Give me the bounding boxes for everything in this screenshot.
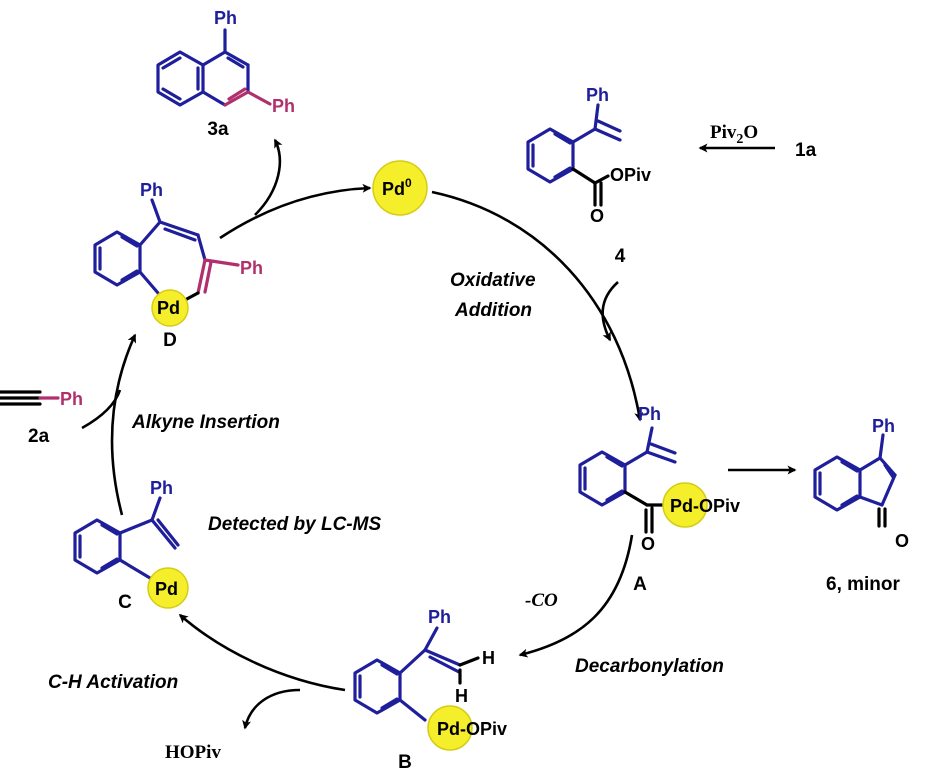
ph-label-2a: Ph [60, 389, 83, 409]
pd-label-c: Pd [155, 579, 178, 599]
reagent-minus-co: -CO [525, 590, 558, 611]
arrow-2a-in [81, 389, 122, 430]
step-decarbonylation: Decarbonylation [575, 656, 724, 677]
ph-label-6: Ph [872, 416, 895, 436]
arrow-a-to-b [518, 534, 634, 658]
arrow-pd0-to-a [431, 190, 644, 422]
ph-label-c: Ph [150, 478, 173, 498]
reagent-piv2o: Piv2O [710, 122, 758, 147]
pd0-label: Pd0 [382, 176, 412, 199]
structure-3a: Ph Ph [156, 8, 295, 116]
label-4: 4 [615, 246, 626, 267]
structure-b: Ph H H Pd-OPiv [353, 607, 507, 751]
arrow-d-to-pd0 [219, 183, 372, 240]
cycle-arrows [81, 138, 797, 730]
step-oxidative-1: Oxidative [450, 270, 536, 291]
pd-opiv-label-b: Pd-OPiv [437, 719, 507, 739]
ph-label-d-top: Ph [140, 180, 163, 200]
label-1a: 1a [795, 140, 817, 161]
ph-label-3a-right: Ph [272, 96, 295, 116]
arrow-d-to-3a [254, 138, 283, 216]
note-detected-lcms: Detected by LC-MS [208, 514, 381, 535]
o-label-a: O [641, 534, 655, 554]
structure-d: Ph Ph Pd [93, 180, 263, 327]
label-d: D [163, 330, 177, 351]
ph-label-3a-top: Ph [214, 8, 237, 28]
ph-label-d-right: Ph [240, 258, 263, 278]
pd-label-d: Pd [157, 298, 180, 318]
arrow-c-to-d [110, 333, 137, 516]
label-2a: 2a [28, 426, 50, 447]
ph-label-a: Ph [638, 404, 661, 424]
label-6-minor: 6, minor [826, 574, 901, 595]
structure-2a: Ph [0, 389, 83, 409]
label-3a: 3a [207, 119, 229, 140]
arrow-b-to-c [178, 614, 346, 692]
h-label-b-top: H [482, 648, 495, 668]
pd0-catalyst: Pd0 [372, 160, 428, 216]
step-oxidative-2: Addition [454, 300, 532, 321]
structure-a: Ph O Pd-OPiv [578, 404, 740, 554]
o-label-6: O [895, 531, 909, 551]
o-label-4: O [590, 206, 604, 226]
step-ch-activation: C-H Activation [48, 672, 178, 693]
ph-label-4: Ph [586, 85, 609, 105]
label-a: A [633, 574, 647, 595]
pd-opiv-label-a: Pd-OPiv [670, 496, 740, 516]
step-alkyne-insertion: Alkyne Insertion [131, 412, 280, 433]
reagent-hopiv: HOPiv [165, 742, 221, 763]
structure-4: Ph OPiv O [526, 85, 651, 226]
structure-c: Ph Pd [73, 478, 189, 609]
h-label-b-bottom: H [455, 686, 468, 706]
label-c: C [118, 592, 132, 613]
opiv-label-4: OPiv [610, 165, 651, 185]
label-b: B [398, 752, 412, 773]
arrow-4-in [601, 281, 619, 342]
arrow-hopiv-out [242, 688, 301, 730]
structure-6: Ph O [813, 416, 909, 551]
ph-label-b: Ph [428, 607, 451, 627]
